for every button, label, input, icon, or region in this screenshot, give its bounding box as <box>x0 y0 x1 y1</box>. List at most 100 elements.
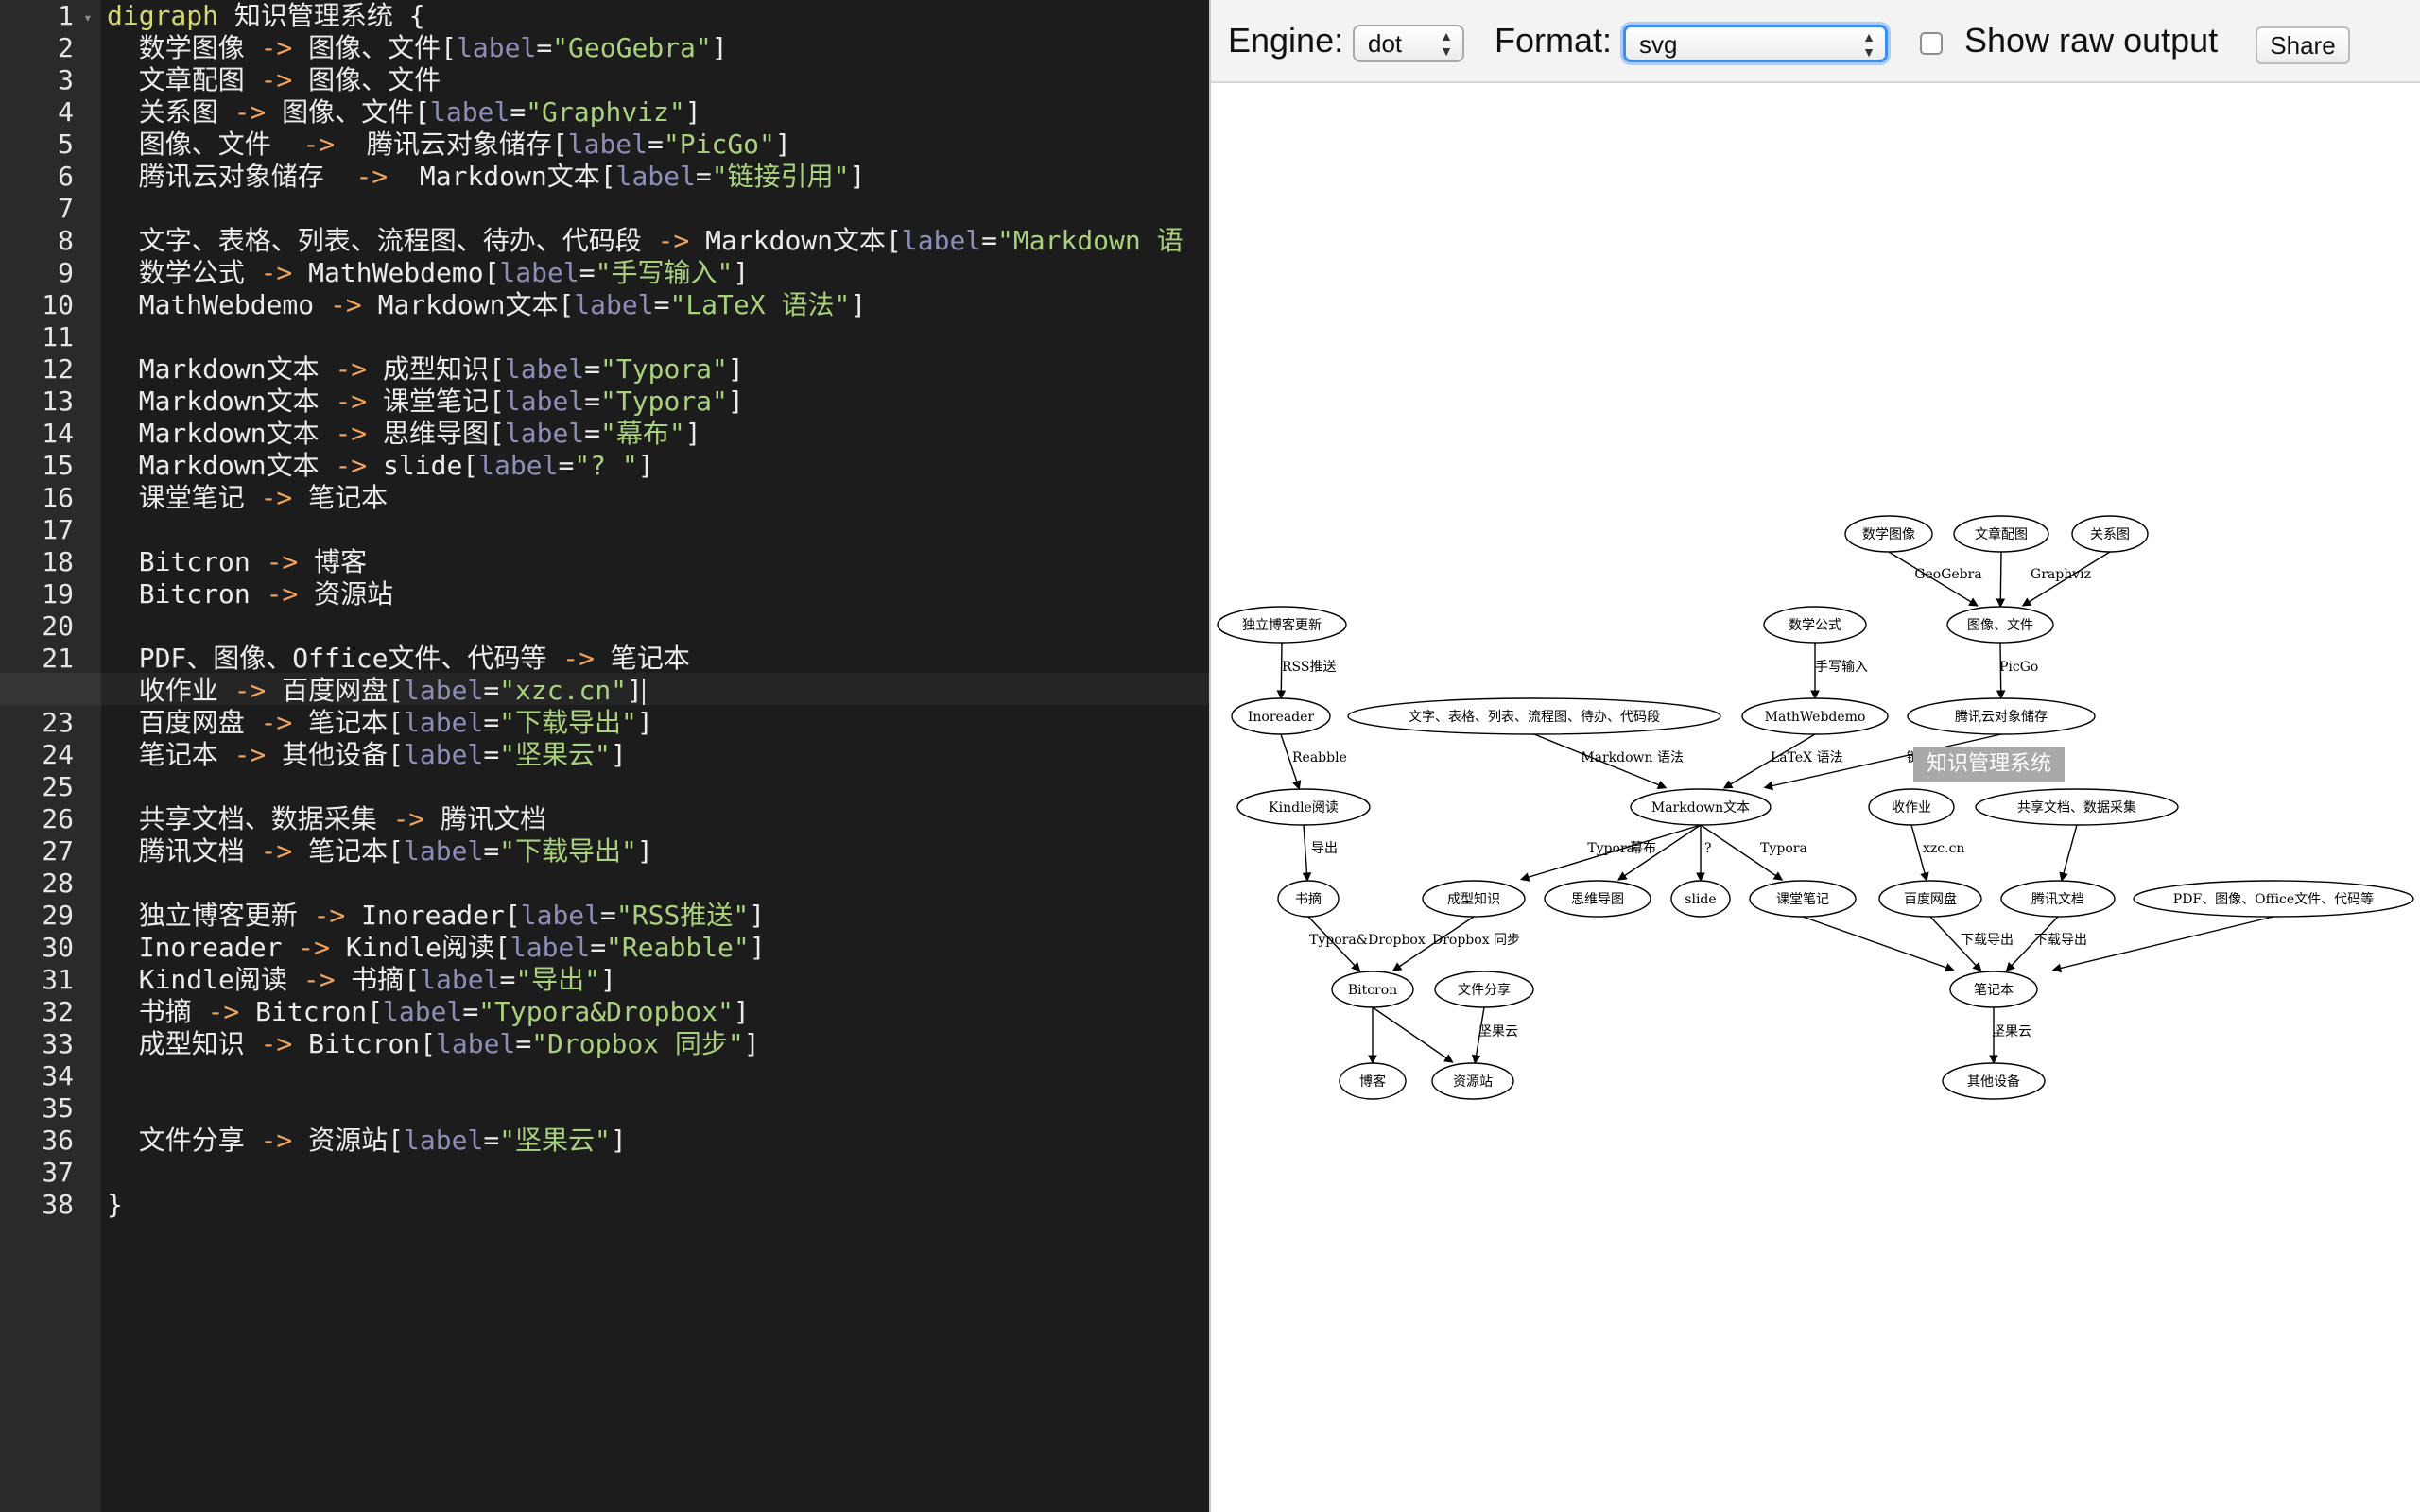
line-number: 28 <box>42 868 74 899</box>
code-editor[interactable]: 1234567891011121314151617181920212223242… <box>0 0 1209 1512</box>
graph-node[interactable]: 文章配图 <box>1953 515 2049 553</box>
node-ellipse <box>1630 788 1772 826</box>
graph-node[interactable]: Inoreader <box>1231 697 1331 735</box>
graph-node[interactable]: 共享文档、数据采集 <box>1975 788 2179 826</box>
graph-node[interactable]: 课堂笔记 <box>1749 880 1857 918</box>
node-ellipse <box>1347 697 1721 735</box>
code-line[interactable]: 文字、表格、列表、流程图、待办、代码段 -> Markdown文本[label=… <box>107 225 1184 257</box>
graph-node[interactable]: 数学图像 <box>1844 515 1933 553</box>
code-line[interactable]: } <box>107 1189 123 1221</box>
code-line[interactable]: PDF、图像、Office文件、代码等 -> 笔记本 <box>107 643 690 675</box>
arrowhead-icon <box>1772 871 1784 881</box>
code-line[interactable]: 关系图 -> 图像、文件[label="Graphviz"] <box>107 96 701 129</box>
show-raw-output-checkbox[interactable] <box>1920 32 1943 55</box>
graph-node[interactable]: 腾讯文档 <box>2000 880 2116 918</box>
graph-node[interactable]: 其他设备 <box>1942 1062 2046 1100</box>
graph-node[interactable]: 独立博客更新 <box>1217 606 1347 644</box>
graph-edge <box>1619 824 1702 880</box>
code-line[interactable]: 笔记本 -> 其他设备[label="坚果云"] <box>107 739 627 771</box>
code-token: ] <box>627 675 643 706</box>
graph-node[interactable]: 腾讯云对象储存 <box>1907 697 2096 735</box>
share-button[interactable]: Share <box>2256 26 2350 64</box>
node-ellipse <box>1670 880 1731 918</box>
code-token: ] <box>636 835 653 867</box>
graph-node[interactable]: 笔记本 <box>1949 971 2038 1008</box>
edge-label: PicGo <box>1999 660 2038 675</box>
code-line[interactable]: 成型知识 -> Bitcron[label="Dropbox 同步"] <box>107 1028 760 1060</box>
code-line[interactable]: Markdown文本 -> 课堂笔记[label="Typora"] <box>107 386 744 418</box>
code-line[interactable]: 课堂笔记 -> 笔记本 <box>107 482 388 514</box>
code-token: ] <box>733 257 750 288</box>
graph-node[interactable]: 书摘 <box>1277 880 1340 918</box>
code-line[interactable]: 数学公式 -> MathWebdemo[label="手写输入"] <box>107 257 749 289</box>
line-number: 30 <box>42 932 74 963</box>
line-number: 31 <box>42 964 74 995</box>
code-line[interactable]: 腾讯文档 -> 笔记本[label="下载导出"] <box>107 835 653 868</box>
code-line[interactable]: 图像、文件 -> 腾讯云对象储存[label="PicGo"] <box>107 129 791 161</box>
code-token: -> <box>335 386 368 417</box>
graph-node[interactable]: 收作业 <box>1868 788 1955 826</box>
node-ellipse <box>1949 971 2038 1008</box>
graph-node[interactable]: 资源站 <box>1431 1062 1514 1100</box>
code-token: label <box>520 900 601 931</box>
graph-node[interactable]: 关系图 <box>2071 515 2149 553</box>
graph-node[interactable]: Bitcron <box>1331 971 1414 1008</box>
fold-arrow-icon[interactable]: ▾ <box>83 9 93 26</box>
graph-node[interactable]: Markdown文本 <box>1630 788 1772 826</box>
code-line[interactable]: Inoreader -> Kindle阅读[label="Reabble"] <box>107 932 766 964</box>
code-line[interactable]: 百度网盘 -> 笔记本[label="下载导出"] <box>107 707 653 739</box>
code-line[interactable]: MathWebdemo -> Markdown文本[label="LaTeX 语… <box>107 289 867 321</box>
graph-node[interactable]: 博客 <box>1339 1062 1407 1100</box>
graph-canvas: GeoGebraGraphvizPicGo链接引用Markdown 语法手写输入… <box>1217 515 2414 1100</box>
code-line[interactable]: 文件分享 -> 资源站[label="坚果云"] <box>107 1125 627 1157</box>
graph-node[interactable]: slide <box>1670 880 1731 918</box>
code-token: -> <box>335 353 368 385</box>
code-line[interactable]: Markdown文本 -> 思维导图[label="幕布"] <box>107 418 701 450</box>
engine-select[interactable]: dot ▲▼ <box>1353 25 1464 62</box>
code-line[interactable]: Bitcron -> 博客 <box>107 546 367 578</box>
code-token: -> <box>260 32 293 63</box>
code-token: ] <box>684 96 701 128</box>
show-raw-output-label[interactable]: Show raw output <box>1964 21 2219 60</box>
code-token: -> <box>562 643 596 674</box>
graph-node[interactable]: 文字、表格、列表、流程图、待办、代码段 <box>1347 697 1721 735</box>
code-line[interactable]: digraph 知识管理系统 { <box>107 0 425 32</box>
node-ellipse <box>1953 515 2049 553</box>
code-line[interactable]: 数学图像 -> 图像、文件[label="GeoGebra"] <box>107 32 728 64</box>
graph-node[interactable]: 思维导图 <box>1544 880 1651 918</box>
node-ellipse <box>1217 606 1347 644</box>
graph-node[interactable]: Kindle阅读 <box>1236 788 1371 826</box>
code-line[interactable]: 共享文档、数据采集 -> 腾讯文档 <box>107 803 546 835</box>
code-line[interactable]: 腾讯云对象储存 -> Markdown文本[label="链接引用"] <box>107 161 866 193</box>
code-line[interactable]: Bitcron -> 资源站 <box>107 578 393 610</box>
code-line[interactable]: Markdown文本 -> slide[label="? "] <box>107 450 654 482</box>
node-ellipse <box>1868 788 1955 826</box>
line-number: 3 <box>58 64 74 95</box>
code-token: "坚果云" <box>499 1125 611 1156</box>
format-select[interactable]: svg ▲▼ <box>1623 25 1888 62</box>
code-line[interactable]: 独立博客更新 -> Inoreader[label="RSS推送"] <box>107 900 765 932</box>
edge-label: 坚果云 <box>1992 1024 2031 1040</box>
node-label: 成型知识 <box>1447 891 1500 907</box>
code-line[interactable]: 收作业 -> 百度网盘[label="xzc.cn"] <box>107 675 645 707</box>
code-token: = <box>510 96 527 128</box>
code-token: -> <box>392 803 425 834</box>
code-token: 图像、文件 <box>107 129 303 160</box>
code-token: -> <box>330 289 362 320</box>
graph-node[interactable]: PDF、图像、Office文件、代码等 <box>2133 880 2414 918</box>
code-line[interactable]: Markdown文本 -> 成型知识[label="Typora"] <box>107 353 744 386</box>
code-token: "下载导出" <box>499 835 637 867</box>
graph-node[interactable]: MathWebdemo <box>1741 697 1889 735</box>
graph-node[interactable]: 文件分享 <box>1434 971 1534 1008</box>
code-line[interactable]: Kindle阅读 -> 书摘[label="导出"] <box>107 964 616 996</box>
graph-node[interactable]: 图像、文件 <box>1946 606 2054 644</box>
code-token: = <box>584 353 601 385</box>
graph-node[interactable]: 数学公式 <box>1763 606 1867 644</box>
graph-node[interactable]: 成型知识 <box>1422 880 1526 918</box>
line-number: 20 <box>42 610 74 642</box>
graph-node[interactable]: 百度网盘 <box>1878 880 1982 918</box>
code-line[interactable]: 文章配图 -> 图像、文件 <box>107 64 441 96</box>
code-token: = <box>584 386 601 417</box>
code-line[interactable]: 书摘 -> Bitcron[label="Typora&Dropbox"] <box>107 996 750 1028</box>
code-token: -> <box>335 450 368 481</box>
